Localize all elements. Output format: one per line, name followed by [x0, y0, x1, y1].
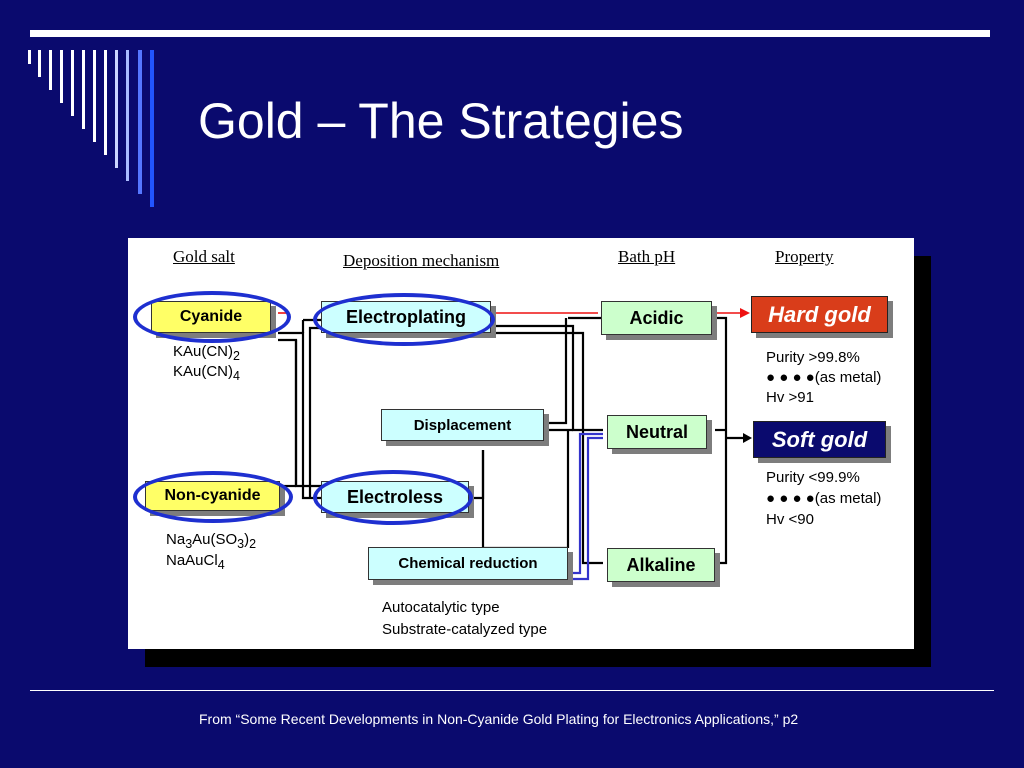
- highlight-ring-electroplating: [313, 293, 495, 346]
- top-rule: [30, 30, 990, 37]
- soft-gold-hardness: Hv <90: [766, 511, 814, 528]
- decorative-bars: [28, 50, 154, 207]
- highlight-ring-electroless: [313, 470, 473, 525]
- highlight-ring-non-cyanide: [133, 471, 293, 523]
- autocatalytic-type-label: Autocatalytic type: [382, 599, 500, 616]
- highlight-ring-cyanide: [133, 291, 291, 343]
- strategy-diagram: Gold salt Deposition mechanism Bath pH P…: [128, 238, 914, 649]
- bottom-rule: [30, 690, 994, 691]
- soft-gold-metal: ● ● ● ●(as metal): [766, 490, 882, 507]
- non-cyanide-formula-1: Na3Au(SO3)2: [166, 531, 257, 551]
- cyanide-formula-2: KAu(CN)4: [173, 363, 240, 383]
- header-gold-salt: Gold salt: [173, 247, 235, 266]
- slide-title: Gold – The Strategies: [198, 93, 684, 149]
- cyanide-formula-1: KAu(CN)2: [173, 343, 240, 363]
- hard-gold-metal: ● ● ● ●(as metal): [766, 369, 882, 386]
- neutral-box: Neutral: [607, 415, 707, 449]
- soft-gold-purity: Purity <99.9%: [766, 469, 860, 486]
- citation-text: From “Some Recent Developments in Non-Cy…: [199, 711, 799, 727]
- alkaline-box: Alkaline: [607, 548, 715, 582]
- substrate-catalyzed-type-label: Substrate-catalyzed type: [382, 621, 548, 638]
- header-property: Property: [775, 247, 834, 266]
- displacement-box: Displacement: [381, 409, 544, 441]
- soft-gold-box: Soft gold: [753, 421, 886, 458]
- chemical-reduction-box: Chemical reduction: [368, 547, 568, 580]
- hard-gold-hardness: Hv >91: [766, 389, 814, 406]
- hard-gold-purity: Purity >99.8%: [766, 349, 860, 366]
- hard-gold-box: Hard gold: [751, 296, 888, 333]
- non-cyanide-formula-2: NaAuCl4: [166, 552, 225, 572]
- header-bath-ph: Bath pH: [618, 247, 676, 266]
- acidic-box: Acidic: [601, 301, 712, 335]
- header-deposition-mechanism: Deposition mechanism: [343, 251, 500, 270]
